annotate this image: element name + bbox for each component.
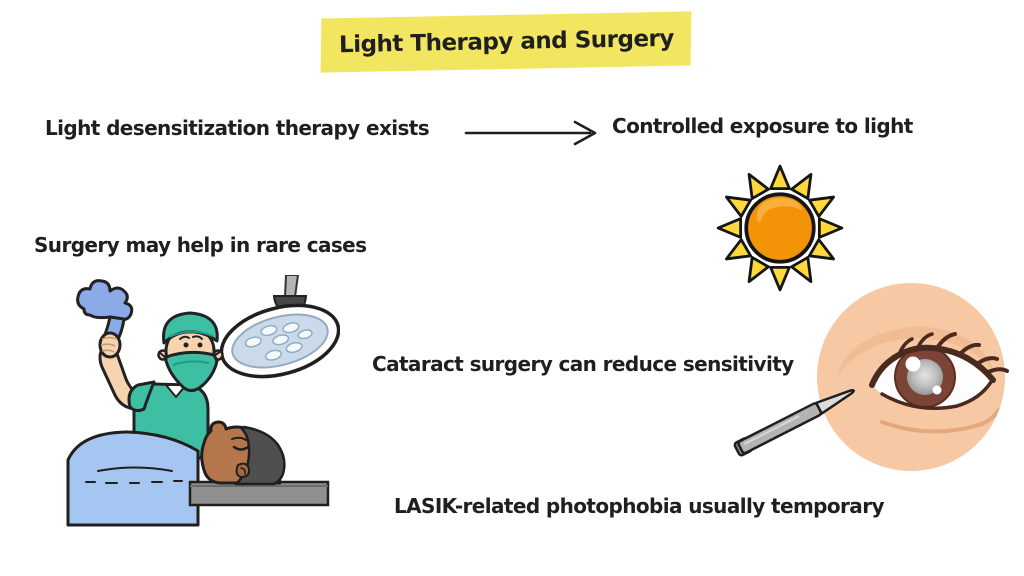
lasik-statement-text: LASIK-related photophobia usually tempor… bbox=[394, 494, 885, 518]
sun-highlight bbox=[756, 197, 803, 223]
iris bbox=[894, 346, 956, 408]
sun-rays bbox=[716, 164, 844, 292]
eyelid-shade bbox=[837, 326, 995, 377]
cataract-statement-text: Cataract surgery can reduce sensitivity bbox=[372, 352, 794, 376]
title-highlight: Light Therapy and Surgery bbox=[320, 11, 692, 73]
flow-target-text: Controlled exposure to light bbox=[612, 114, 913, 138]
page-title: Light Therapy and Surgery bbox=[338, 25, 674, 59]
patient-blanket bbox=[66, 430, 200, 527]
surgery-statement-text: Surgery may help in rare cases bbox=[34, 233, 367, 257]
operating-table bbox=[188, 480, 330, 507]
flow-source-text: Light desensitization therapy exists bbox=[45, 116, 430, 140]
under-eye-crease bbox=[880, 408, 1001, 434]
patient-figure bbox=[200, 420, 286, 486]
surgeon-operating-illustration bbox=[66, 275, 340, 527]
surgical-lamp-icon bbox=[219, 275, 340, 379]
right-arrow-icon bbox=[464, 120, 597, 146]
eyelashes bbox=[869, 332, 1009, 410]
scalpel-icon bbox=[733, 388, 855, 457]
eye-with-scalpel-illustration bbox=[733, 283, 1009, 471]
sun-icon bbox=[716, 164, 844, 292]
